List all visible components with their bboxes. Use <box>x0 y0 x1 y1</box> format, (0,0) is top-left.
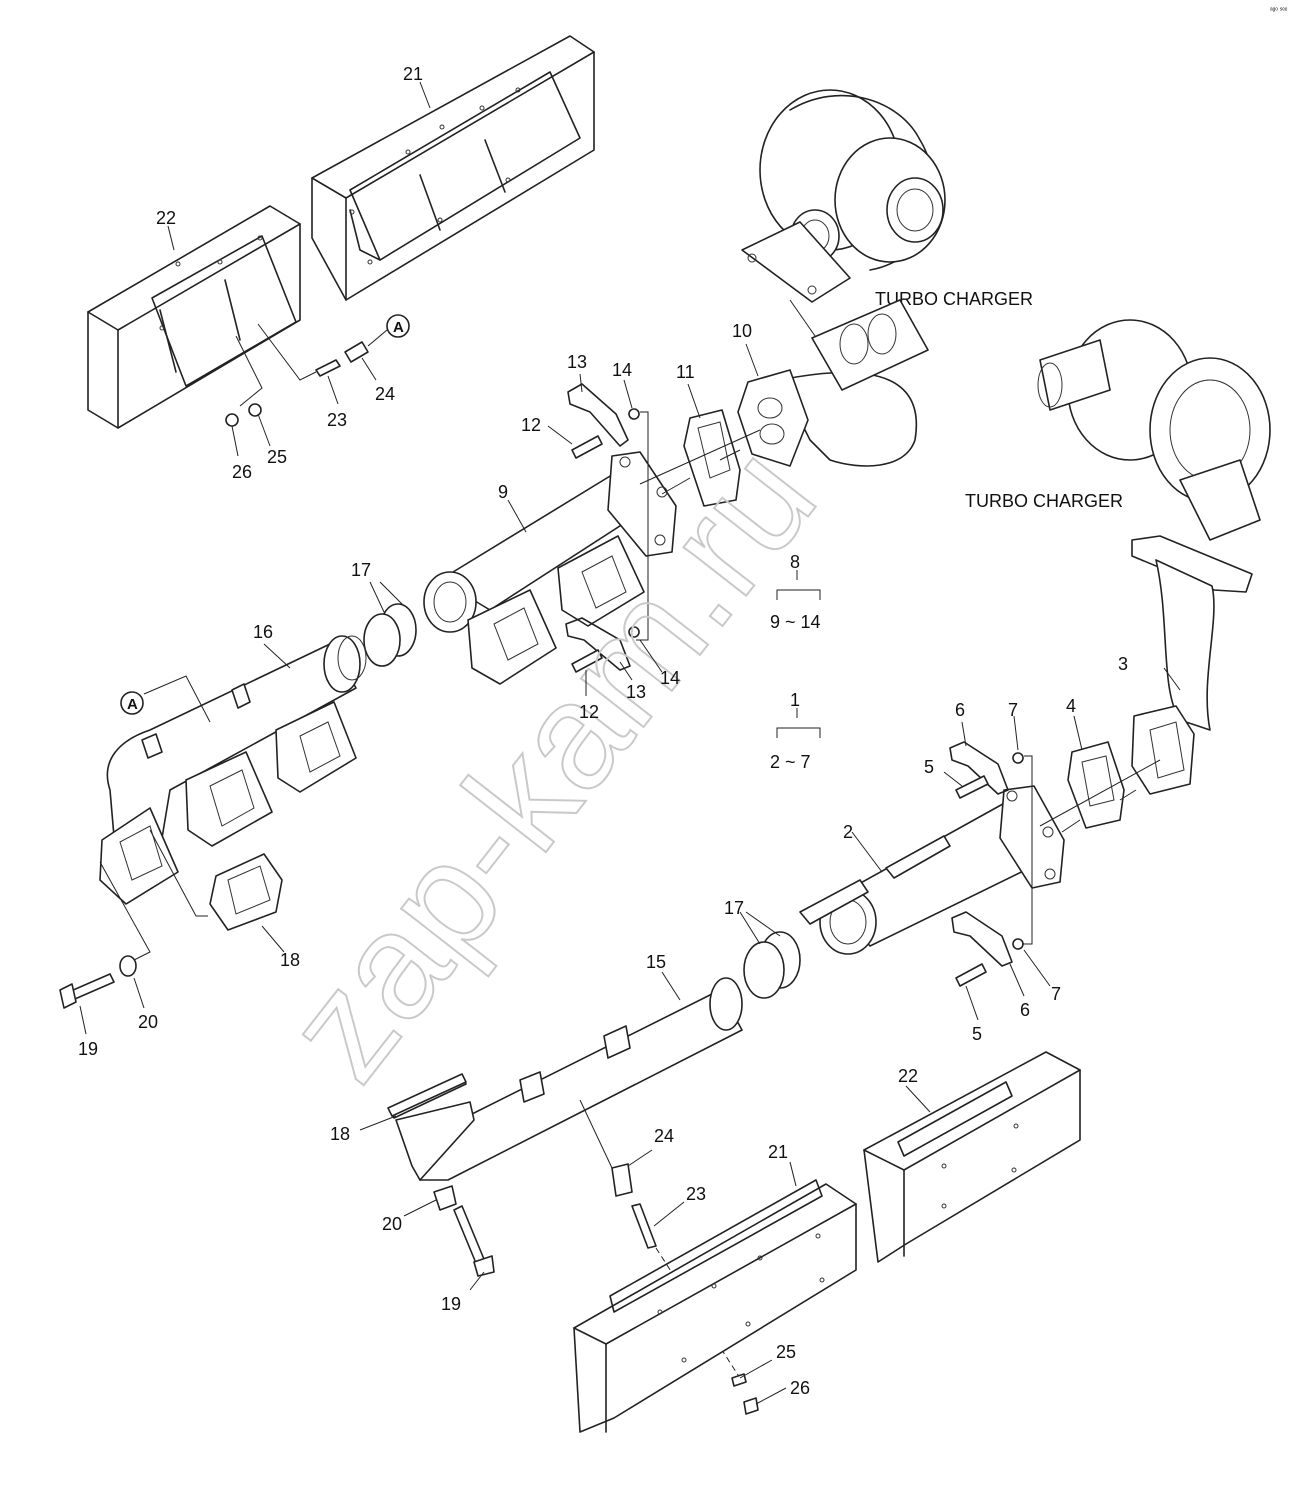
exhaust-manifold-16 <box>99 635 367 905</box>
callout-23-lower: 23 <box>686 1184 706 1204</box>
gasket-4 <box>1067 741 1125 829</box>
callout-5-lower: 5 <box>972 1024 982 1044</box>
brackets-manifold-9 <box>565 383 741 673</box>
stud-and-spacer-upper <box>225 314 410 427</box>
callout-5-upper: 5 <box>924 757 934 777</box>
callout-22-upper: 22 <box>156 208 176 228</box>
callout-17-upper: 17 <box>351 560 371 580</box>
callout-14-lower: 14 <box>660 668 680 688</box>
exhaust-manifold-9 <box>423 451 677 685</box>
callout-7-upper: 7 <box>1008 700 1018 720</box>
callout-25-lower: 25 <box>776 1342 796 1362</box>
elbow-pipe-10 <box>737 299 929 467</box>
seal-rings-17-upper <box>363 603 417 667</box>
ref-a-label-left: A <box>127 696 138 713</box>
callout-19-lower: 19 <box>441 1294 461 1314</box>
heat-shield-21-upper <box>311 35 595 301</box>
callout-26-upper: 26 <box>232 462 252 482</box>
stud-and-spacer-lower <box>579 1099 759 1415</box>
callout-10: 10 <box>732 321 752 341</box>
callout-18-upper: 18 <box>280 950 300 970</box>
turbocharger-upper <box>741 89 946 347</box>
callout-2: 2 <box>843 822 853 842</box>
callout-11: 11 <box>676 362 695 382</box>
bolt-19-20-lower <box>433 1185 495 1277</box>
group-bracket-1 <box>776 708 821 738</box>
heat-shield-22-upper <box>87 205 301 429</box>
ref-circle-a-left <box>120 691 144 715</box>
callout-4: 4 <box>1066 696 1076 716</box>
exhaust-pipe-3 <box>1131 535 1253 795</box>
callout-12-lower: 12 <box>579 702 599 722</box>
brackets-manifold-2 <box>949 741 1137 987</box>
callout-9: 9 <box>498 482 508 502</box>
ref-a-label-upper: A <box>393 319 404 336</box>
callout-23-upper: 23 <box>327 410 347 430</box>
callout-21-upper: 21 <box>403 64 423 84</box>
turbo-charger-label-lower: TURBO CHARGER <box>965 491 1123 511</box>
callout-24-upper: 24 <box>375 384 395 404</box>
callout-3: 3 <box>1118 654 1128 674</box>
callout-12-upper: 12 <box>521 415 541 435</box>
callout-22-lower: 22 <box>898 1066 918 1086</box>
group-bracket-8 <box>776 570 821 600</box>
callout-21-lower: 21 <box>768 1142 788 1162</box>
callout-14-upper: 14 <box>612 360 632 380</box>
group-8-label: 8 <box>790 552 800 572</box>
gasket-18-lower <box>387 1073 467 1117</box>
callout-24-lower: 24 <box>654 1126 674 1146</box>
callout-26-lower: 26 <box>790 1378 810 1398</box>
axis-line-lower <box>1039 759 1161 827</box>
callout-18-lower: 18 <box>330 1124 350 1144</box>
gasket-18-upper <box>149 829 283 931</box>
group-8-range: 9 ~ 14 <box>770 612 821 632</box>
turbocharger-lower <box>1037 319 1271 541</box>
heat-shield-22-lower <box>863 1051 1081 1263</box>
seal-rings-17-lower <box>743 931 801 999</box>
callout-20-upper: 20 <box>138 1012 158 1032</box>
callout-19-upper: 19 <box>78 1039 98 1059</box>
callout-13-upper: 13 <box>567 352 587 372</box>
callout-20-lower: 20 <box>382 1214 402 1234</box>
bolt-19-20-upper <box>59 861 151 1009</box>
callout-6-upper: 6 <box>955 700 965 720</box>
group-1-range: 2 ~ 7 <box>770 752 811 772</box>
group-1-label: 1 <box>790 690 800 710</box>
gasket-11 <box>683 409 741 507</box>
callout-7-lower: 7 <box>1051 984 1061 1004</box>
heat-shield-21-lower <box>573 1179 857 1433</box>
callout-15: 15 <box>646 952 666 972</box>
axis-line-upper <box>639 429 761 485</box>
exhaust-manifold-2 <box>799 785 1065 955</box>
callout-leaders <box>79 81 1181 1405</box>
callout-25-upper: 25 <box>267 447 287 467</box>
corner-mark: ᵃᵍᵒ ˢᵉᵉ <box>1270 7 1288 14</box>
callout-17-lower: 17 <box>724 898 744 918</box>
callout-13-lower: 13 <box>626 682 646 702</box>
callout-16: 16 <box>253 622 273 642</box>
callout-numbers: 21 22 23 24 25 26 10 11 12 13 14 9 17 16… <box>78 64 1128 1398</box>
turbo-charger-label-upper: TURBO CHARGER <box>875 289 1033 309</box>
callout-6-lower: 6 <box>1020 1000 1030 1020</box>
